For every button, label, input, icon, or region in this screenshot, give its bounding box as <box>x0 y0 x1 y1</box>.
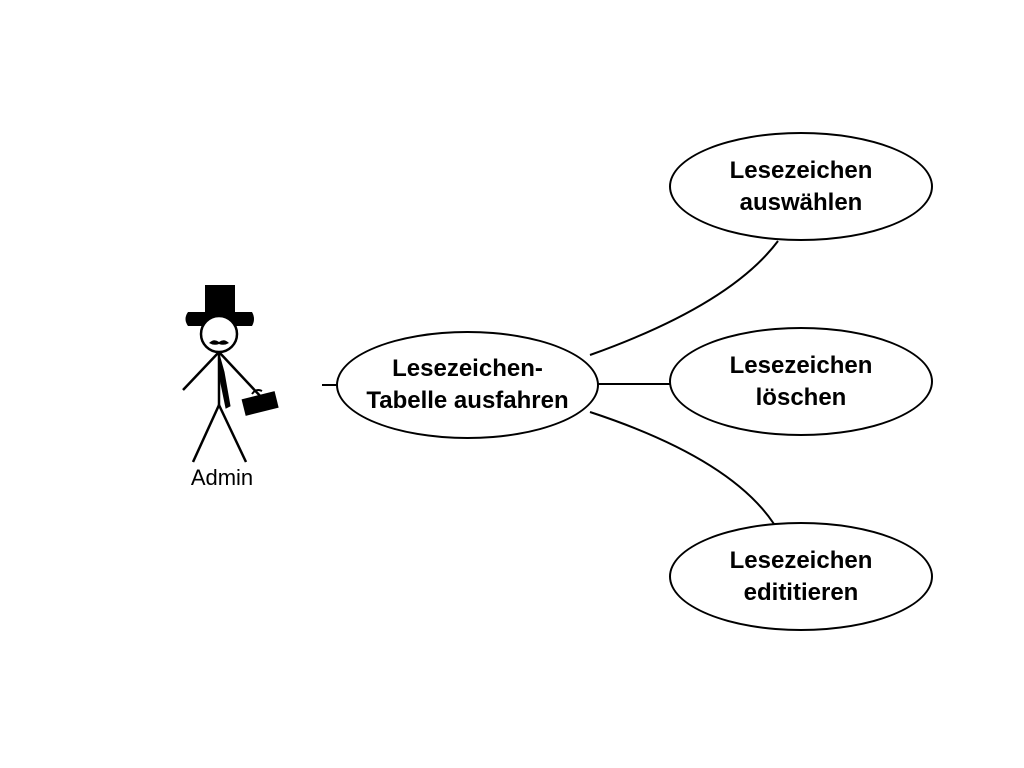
use-case-auswaehlen[interactable]: Lesezeichen auswählen <box>669 132 933 241</box>
use-case-label: Lesezeichen löschen <box>729 351 873 411</box>
connector-auswaehlen <box>589 240 779 356</box>
briefcase-icon <box>241 391 279 416</box>
use-case-loeschen[interactable]: Lesezeichen löschen <box>669 327 933 436</box>
actor-label: Admin <box>190 465 254 490</box>
connector-editieren <box>589 411 775 525</box>
use-case-editieren[interactable]: Lesezeichen edititieren <box>669 522 933 631</box>
mustache-icon <box>209 340 229 345</box>
use-case-label: Lesezeichen- Tabelle ausfahren <box>366 355 569 414</box>
actor-figure-icon <box>182 285 279 463</box>
use-case-label: Lesezeichen auswählen <box>729 156 873 216</box>
hat-icon <box>205 285 235 315</box>
head <box>199 314 239 354</box>
tie-icon <box>218 353 231 409</box>
use-case-label: Lesezeichen edititieren <box>729 546 873 606</box>
use-case-tabelle-ausfahren[interactable]: Lesezeichen- Tabelle ausfahren <box>336 331 599 439</box>
